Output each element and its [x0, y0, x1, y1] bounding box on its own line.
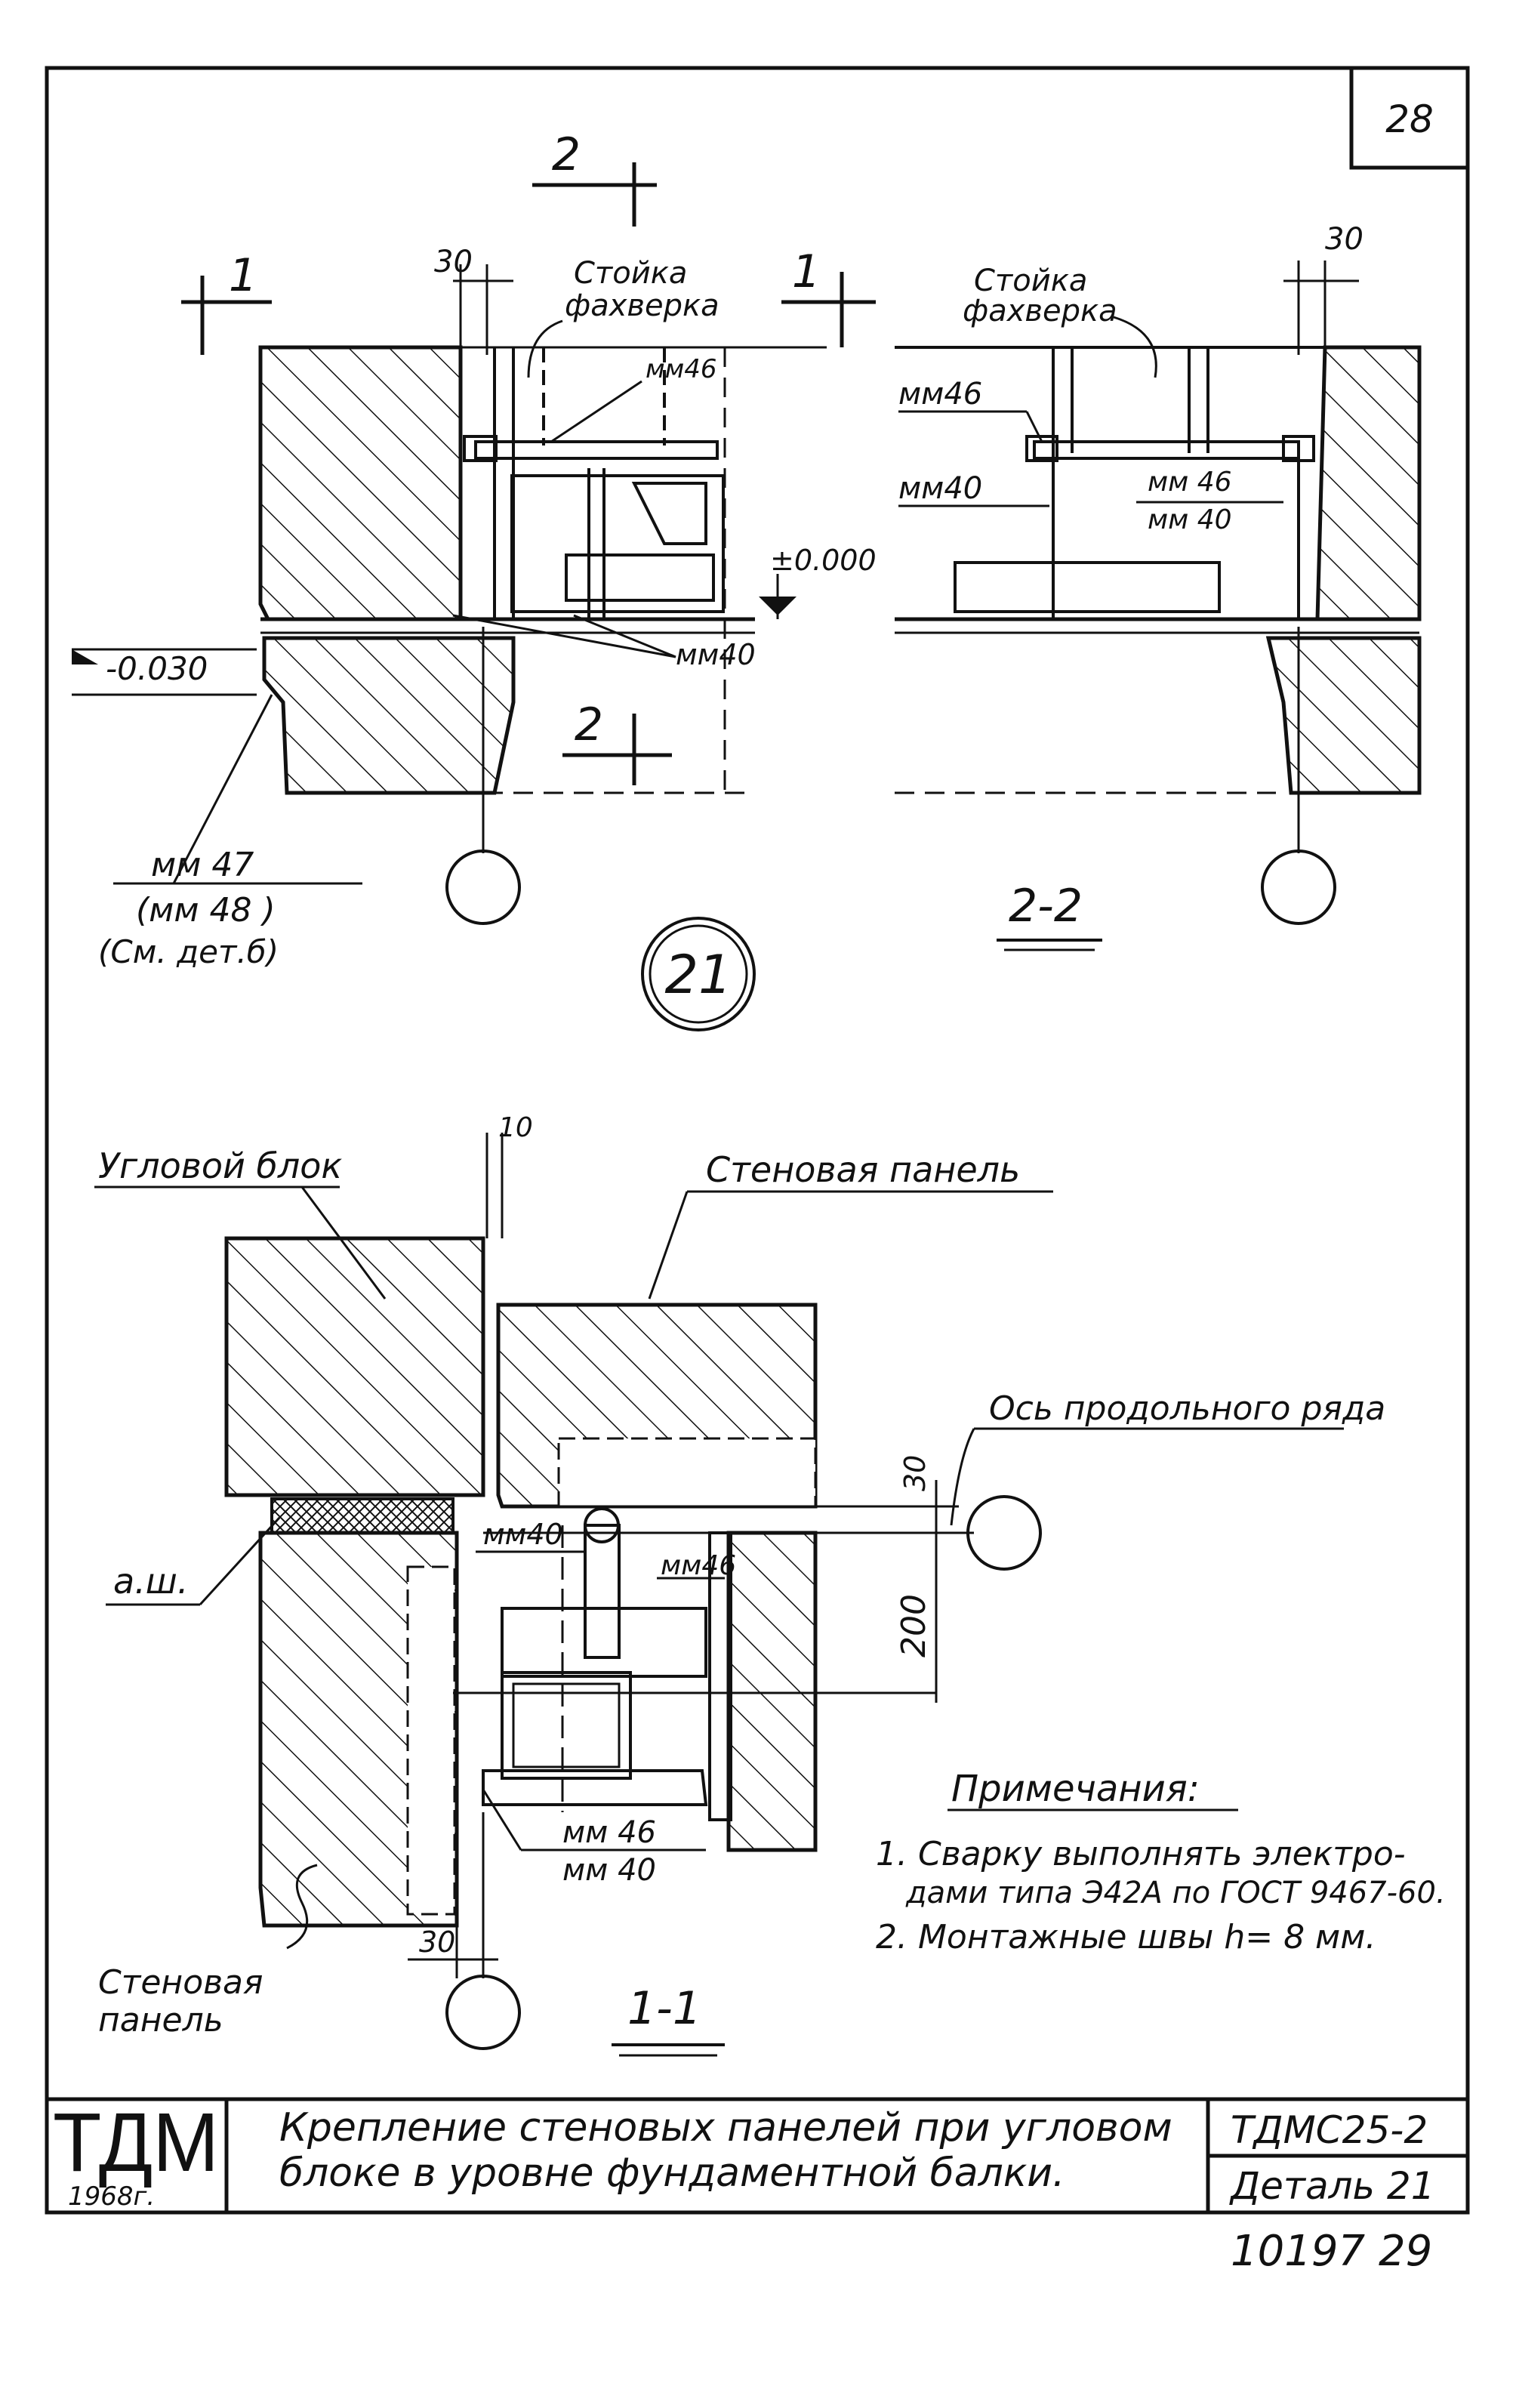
dim-30-top: 30	[434, 245, 473, 279]
notes-heading: Примечания:	[951, 1768, 1200, 1810]
see-det-label: (См. дет.б)	[98, 933, 279, 970]
detail-number-ring-outer	[641, 917, 756, 1031]
note-2: 2. Монтажные швы h= 8 мм.	[876, 1918, 1376, 1956]
axis-bubble-right	[966, 1495, 1042, 1571]
axis-bubble-bottom	[445, 1975, 521, 2050]
wall-panel-bottom-label-1: Стеновая	[98, 1963, 263, 2002]
corner-block-label: Угловой блок	[98, 1145, 342, 1186]
mm40-1-1: мм40	[483, 1518, 563, 1551]
axis-bubble-top-left	[445, 849, 521, 925]
section-1-mark-left: 1	[229, 249, 257, 302]
mortar-joint	[270, 1497, 454, 1534]
stoyka-2-2-label-2: фахверка	[963, 294, 1117, 328]
view-2-2: 30 Стойка фахверка мм46 мм40 мм 46 мм 40…	[895, 222, 1422, 951]
mm40-2-2: мм40	[898, 471, 982, 506]
stamp-year: 1968г.	[68, 2181, 155, 2212]
detail-number: 21	[664, 944, 732, 1006]
dim-30-axis: 30	[898, 1455, 932, 1491]
mm46-top: мм46	[646, 354, 717, 384]
mm46-1-1-bottom: мм 46	[562, 1815, 656, 1850]
detail-ref: Деталь 21	[1229, 2164, 1435, 2208]
axis-bubble-2-2	[1261, 849, 1336, 925]
notes-block: Примечания: 1. Сварку выполнять электро-…	[876, 1768, 1446, 1956]
section-1-mark-right: 1	[792, 245, 821, 298]
mm46-1-1: мм46	[661, 1550, 736, 1581]
top-view: 2 1 1 30 Стойка	[72, 128, 877, 1031]
stoyka-label-2: фахверка	[565, 288, 719, 323]
level-minus: -0.030	[106, 650, 208, 687]
dim-30-bottom: 30	[419, 1925, 455, 1959]
mm47-label: мм 47	[151, 846, 254, 884]
dim-200: 200	[895, 1594, 933, 1657]
note-1-line-1: 1. Сварку выполнять электро-	[876, 1835, 1406, 1873]
mm40-top: мм40	[676, 638, 756, 671]
mm46-over-40-bottom: мм 40	[1148, 504, 1232, 535]
title-block: ТДМ 1968г. Крепление стеновых панелей пр…	[47, 2096, 1468, 2212]
caption-2-2: 2-2	[1009, 880, 1083, 933]
title-line-1: Крепление стеновых панелей при угловом	[279, 2105, 1172, 2151]
caption-1-1: 1-1	[627, 1982, 701, 2035]
wall-panel-top-label: Стеновая панель	[706, 1149, 1020, 1190]
archive-number: 10197 29	[1231, 2227, 1432, 2276]
stoyka-2-2-label-1: Стойка	[974, 264, 1087, 298]
series-code: ТДМС25-2	[1231, 2108, 1428, 2152]
stoyka-label-1: Стойка	[574, 256, 687, 291]
page-number-box	[1349, 66, 1470, 170]
detail-number-ring-inner	[649, 924, 748, 1024]
wall-panel-bottom-label-2: панель	[98, 2001, 223, 2040]
aw-label: а.ш.	[113, 1561, 189, 1602]
note-1-line-2: дами типа Э42А по ГОСТ 9467-60.	[905, 1876, 1446, 1910]
section-2-mark-top: 2	[552, 128, 581, 181]
level-zero: ±0.000	[770, 544, 877, 577]
stamp-org: ТДМ	[53, 2096, 219, 2189]
axis-label: Ось продольного ряда	[989, 1389, 1385, 1428]
mm40-1-1-bottom: мм 40	[562, 1853, 656, 1888]
title-line-2: блоке в уровне фундаментной балки.	[279, 2151, 1065, 2196]
mm46-over-40-top: мм 46	[1148, 467, 1232, 498]
view-1-1: Угловой блок Стеновая панель 10	[94, 1112, 1385, 2057]
mm46-2-2: мм46	[898, 377, 982, 412]
page-number: 28	[1385, 97, 1434, 141]
dim-30-2-2: 30	[1325, 222, 1363, 257]
mm48-label: (мм 48 )	[136, 891, 276, 930]
dim-10: 10	[498, 1112, 533, 1143]
sheet-frame	[45, 66, 1470, 2215]
section-2-mark-bottom: 2	[575, 698, 603, 751]
